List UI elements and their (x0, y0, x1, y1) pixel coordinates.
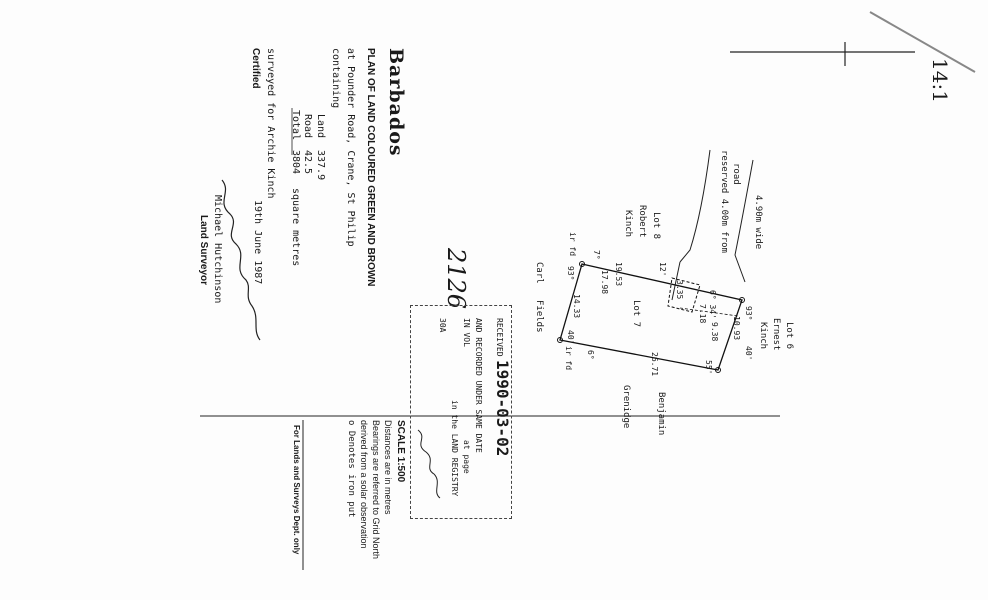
scale-note-3: derived from a solar observation (359, 420, 369, 549)
registrar-signature (417, 429, 441, 499)
surveyor-title: Land Surveyor (198, 215, 209, 286)
lot8-owner-last: Kinch (623, 210, 633, 238)
fields-label: Fields (534, 300, 544, 333)
road-label-2: reserved 4.00m from (719, 150, 729, 253)
bearing-a: 7° (592, 250, 601, 260)
road-label: Road (302, 114, 313, 139)
road-label-1: road (731, 163, 741, 185)
bearing-i: 40' (744, 346, 753, 361)
bearing-h: 93° (744, 306, 753, 321)
country-title: Barbados (385, 48, 407, 157)
road-right-edge (734, 159, 754, 283)
total-label: Total (290, 110, 301, 141)
carl-label: Carl (534, 262, 544, 284)
scale-note-4: o Denotes iron put (346, 420, 356, 518)
surveyor-signature (221, 179, 261, 341)
lot7-boundary (559, 263, 743, 371)
total-value: 3804 (290, 150, 301, 175)
stamp-registry: in the LAND REGISTRY (450, 400, 459, 497)
annotation-number: 2126 (442, 248, 470, 310)
dist-1093: 10.93 (732, 316, 741, 341)
stamp-in-vol: IN VOL (462, 318, 471, 347)
dist-938: 9.38 (710, 322, 719, 342)
stamp-received: RECEIVED (495, 318, 504, 357)
stamp-recorded: AND RECORDED UNDER SAME DATE (474, 318, 483, 453)
bearing-e: 6° (586, 350, 595, 360)
scale-title: SCALE 1:500 (395, 420, 406, 483)
bearing-g: 6° 34' (708, 290, 717, 319)
bearing-c: 93° (566, 266, 575, 281)
corner-fold-mark (869, 11, 976, 73)
road-portion (667, 277, 701, 313)
area-units: square metres (290, 188, 301, 267)
footer-note: For Lands and Surveys Dept. only (292, 425, 301, 555)
surveyed-for: surveyed for Archie Kinch (265, 48, 276, 199)
registry-stamp (410, 305, 512, 519)
land-label: Land (315, 114, 326, 139)
iron-marker (739, 297, 745, 303)
lot6-owner-last: Kinch (758, 322, 768, 350)
stamp-file: 30A (438, 318, 447, 333)
road-value: 42.5 (302, 150, 313, 175)
lot7-label: Lot 7 (631, 300, 641, 328)
containing-label: containing (330, 48, 341, 109)
stamp-date: 1990-03-02 (493, 360, 512, 457)
grenidge-label: Grenidge (621, 385, 631, 429)
survey-date: 19th June 1987 (252, 200, 263, 285)
dist-335: 3.35 (675, 280, 684, 300)
road-left-edge (679, 149, 711, 263)
iron-marker (557, 337, 563, 343)
surveyor-name: Michael Hutchinson (212, 195, 223, 304)
scale-note-1: Distances are in metres (383, 420, 393, 515)
lot8-owner-first: Robert (637, 205, 647, 238)
plan-location: at Pounder Road, Crane, St Philip (345, 48, 356, 247)
bearing-b: 12' (658, 262, 667, 277)
bearing-d: 40' (566, 330, 575, 345)
iron-found-1: ir fd (568, 232, 577, 257)
iron-marker (715, 367, 721, 373)
stamp-at-page: at page (462, 440, 471, 474)
dist-1953: 19.53 (614, 262, 623, 287)
dist-2671: 26.71 (650, 352, 659, 377)
land-value: 337.9 (315, 150, 326, 181)
lot6-label: Lot 6 (784, 322, 794, 350)
lot6-owner-first: Ernest (771, 318, 781, 351)
scale-note-2: Bearings are referred to Grid North (371, 420, 381, 560)
corner-note: 14:1 (928, 58, 952, 103)
certified-label: Certified (250, 48, 261, 89)
lot8-label: Lot 8 (651, 212, 661, 240)
dist-1798: 17.98 (600, 270, 609, 295)
benjamin-label: Benjamin (656, 392, 666, 436)
road-join (671, 261, 681, 301)
bearing-f: 55' (704, 360, 713, 375)
iron-marker (579, 261, 585, 267)
road-width: 4.90m wide (753, 195, 763, 250)
dist-718: 7.18 (698, 304, 707, 324)
plan-title: PLAN OF LAND COLOURED GREEN AND BROWN (365, 48, 376, 287)
iron-found-2: ir fd (564, 346, 573, 371)
dist-1433: 14.33 (572, 294, 581, 319)
